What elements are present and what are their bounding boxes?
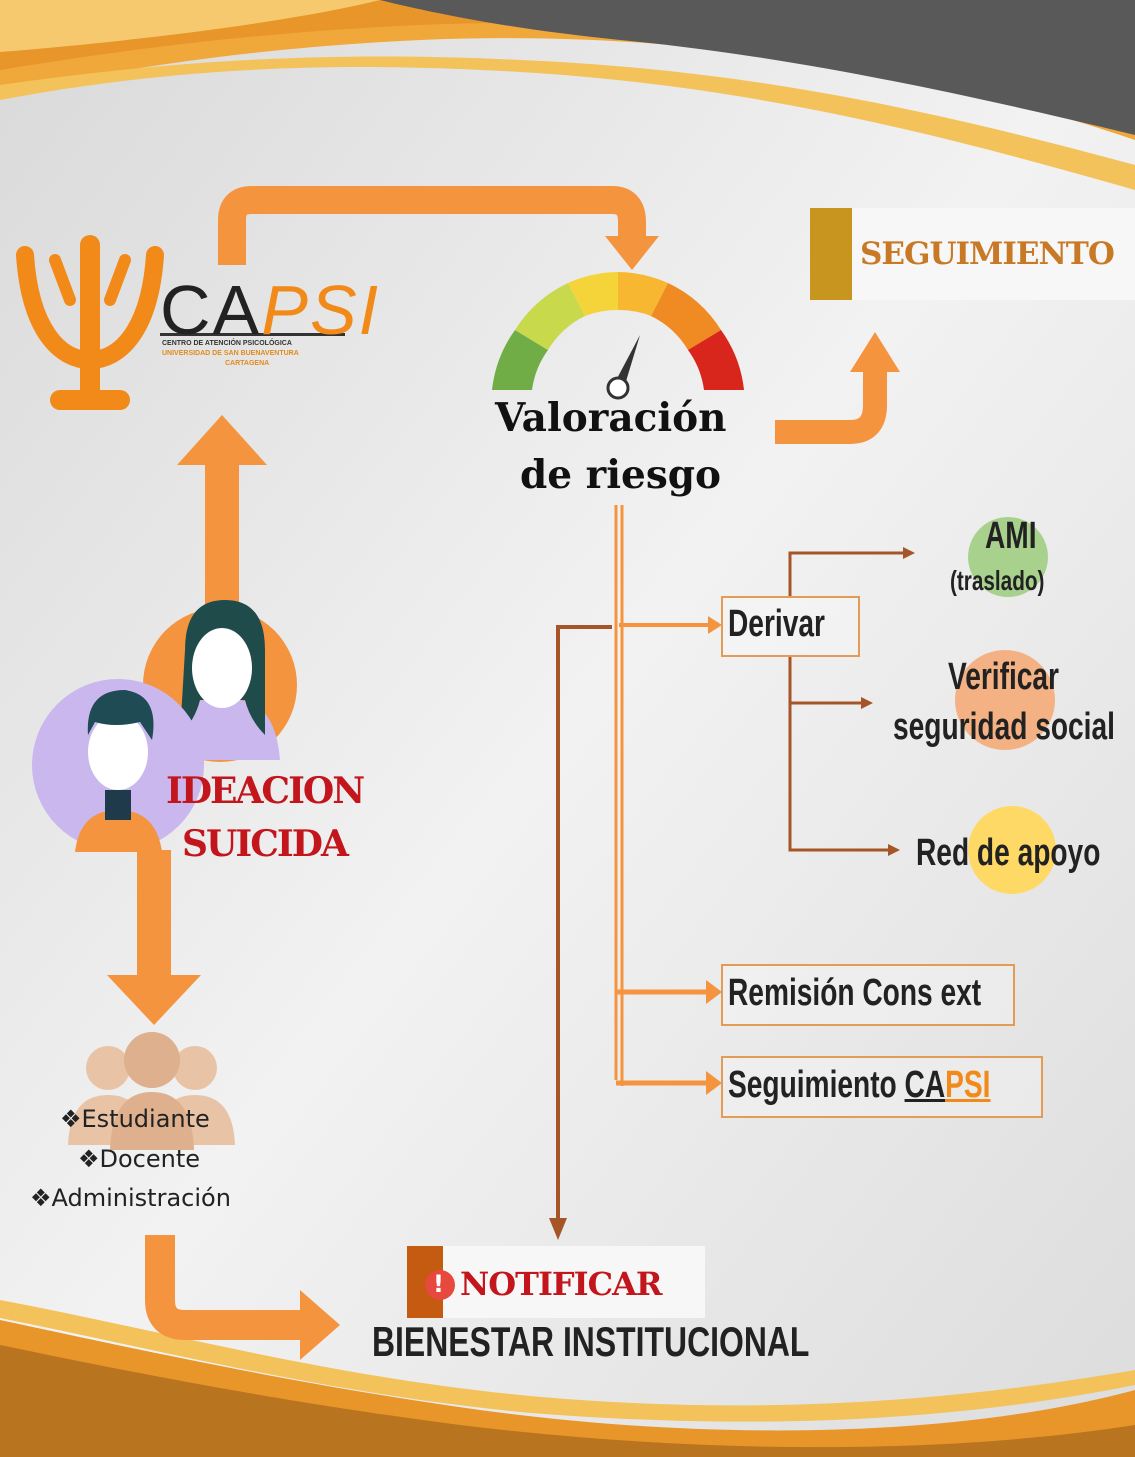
seguimiento-capsi-box bbox=[721, 1056, 1043, 1118]
logo-name-dark: CA bbox=[160, 271, 262, 349]
logo-name-accent: PSI bbox=[261, 271, 381, 349]
notificar-target-label: BIENESTAR INSTITUCIONAL bbox=[372, 1318, 810, 1365]
derivar-box bbox=[721, 596, 860, 657]
branch-red-head bbox=[888, 844, 900, 856]
top-wave-decoration bbox=[0, 0, 1135, 190]
population-item-estudiante: ❖Estudiante bbox=[60, 1105, 210, 1133]
seguimiento-capsi-dark: CA bbox=[904, 1064, 946, 1106]
valoracion-title-line2: de riesgo bbox=[520, 452, 722, 498]
seguimiento-banner bbox=[810, 208, 1135, 300]
connector-to-seguimiento-capsi bbox=[616, 1071, 722, 1095]
ami-note: (traslado) bbox=[950, 565, 1045, 596]
logo-subtitle-3: CARTAGENA bbox=[225, 360, 270, 367]
seguimiento-banner-bar bbox=[810, 208, 852, 300]
seguimiento-label: SEGUIMIENTO bbox=[860, 236, 1115, 272]
arrow-ideacion-to-capsi-head bbox=[177, 415, 267, 465]
branch-verificar-head bbox=[861, 697, 873, 709]
arrow-ideacion-to-population-head bbox=[107, 975, 201, 1025]
seguimiento-capsi-prefix: Seguimiento bbox=[728, 1064, 905, 1106]
logo-wordmark: CAPSI bbox=[160, 275, 380, 345]
notificar-banner bbox=[407, 1246, 705, 1318]
seguimiento-capsi-label: Seguimiento CAPSI bbox=[728, 1064, 990, 1107]
red-apoyo-circle bbox=[968, 806, 1056, 894]
male-avatar-icon bbox=[32, 679, 204, 852]
connector-to-notificar bbox=[549, 625, 612, 1240]
arrow-population-to-notificar-head bbox=[300, 1290, 340, 1360]
derivar-label: Derivar bbox=[728, 603, 825, 645]
ami-label: AMI bbox=[985, 515, 1037, 557]
population-item-administracion: ❖Administración bbox=[30, 1184, 231, 1212]
arrow-ideacion-to-population bbox=[137, 850, 171, 980]
logo-subtitle-1: CENTRO DE ATENCIÓN PSICOLÓGICA bbox=[162, 340, 292, 347]
valoracion-trunk-lines bbox=[614, 505, 624, 1086]
verificar-label-line1: Verificar bbox=[948, 656, 1059, 698]
ami-circle bbox=[968, 517, 1048, 597]
population-item-docente: ❖Docente bbox=[78, 1145, 201, 1173]
alert-icon-glyph: ! bbox=[433, 1270, 444, 1298]
remision-label: Remisión Cons ext bbox=[728, 972, 982, 1014]
seguimiento-capsi-accent: PSI bbox=[945, 1064, 991, 1106]
remision-box bbox=[721, 964, 1015, 1026]
population-group-icon bbox=[68, 1032, 235, 1150]
arrow-valoracion-to-seguimiento-head bbox=[850, 332, 900, 372]
logo-underline bbox=[160, 333, 345, 336]
ideacion-title-line1: IDEACION bbox=[166, 770, 365, 812]
verificar-label-line2: seguridad social bbox=[893, 706, 1115, 748]
notificar-label: NOTIFICAR bbox=[460, 1265, 662, 1303]
red-apoyo-label: Red de apoyo bbox=[916, 832, 1101, 874]
arrow-capsi-to-valoracion bbox=[218, 186, 646, 265]
connector-to-derivar bbox=[619, 616, 722, 634]
alert-icon bbox=[425, 1270, 455, 1300]
arrow-population-to-notificar bbox=[145, 1235, 310, 1340]
connector-to-remision bbox=[616, 980, 722, 1004]
verificar-circle bbox=[955, 650, 1055, 750]
logo-subtitle-2: UNIVERSIDAD DE SAN BUENAVENTURA bbox=[162, 350, 299, 357]
arrow-valoracion-to-seguimiento bbox=[775, 370, 887, 444]
risk-gauge-icon bbox=[492, 272, 744, 400]
branch-ami-head bbox=[903, 547, 915, 559]
psi-logo-icon bbox=[16, 235, 164, 410]
derivar-branches bbox=[788, 551, 905, 852]
bottom-wave-decoration bbox=[0, 1300, 1135, 1457]
ideacion-title-line2: SUICIDA bbox=[182, 823, 349, 865]
valoracion-title-line1: Valoración bbox=[495, 395, 727, 441]
arrow-capsi-to-valoracion-head bbox=[605, 236, 659, 270]
